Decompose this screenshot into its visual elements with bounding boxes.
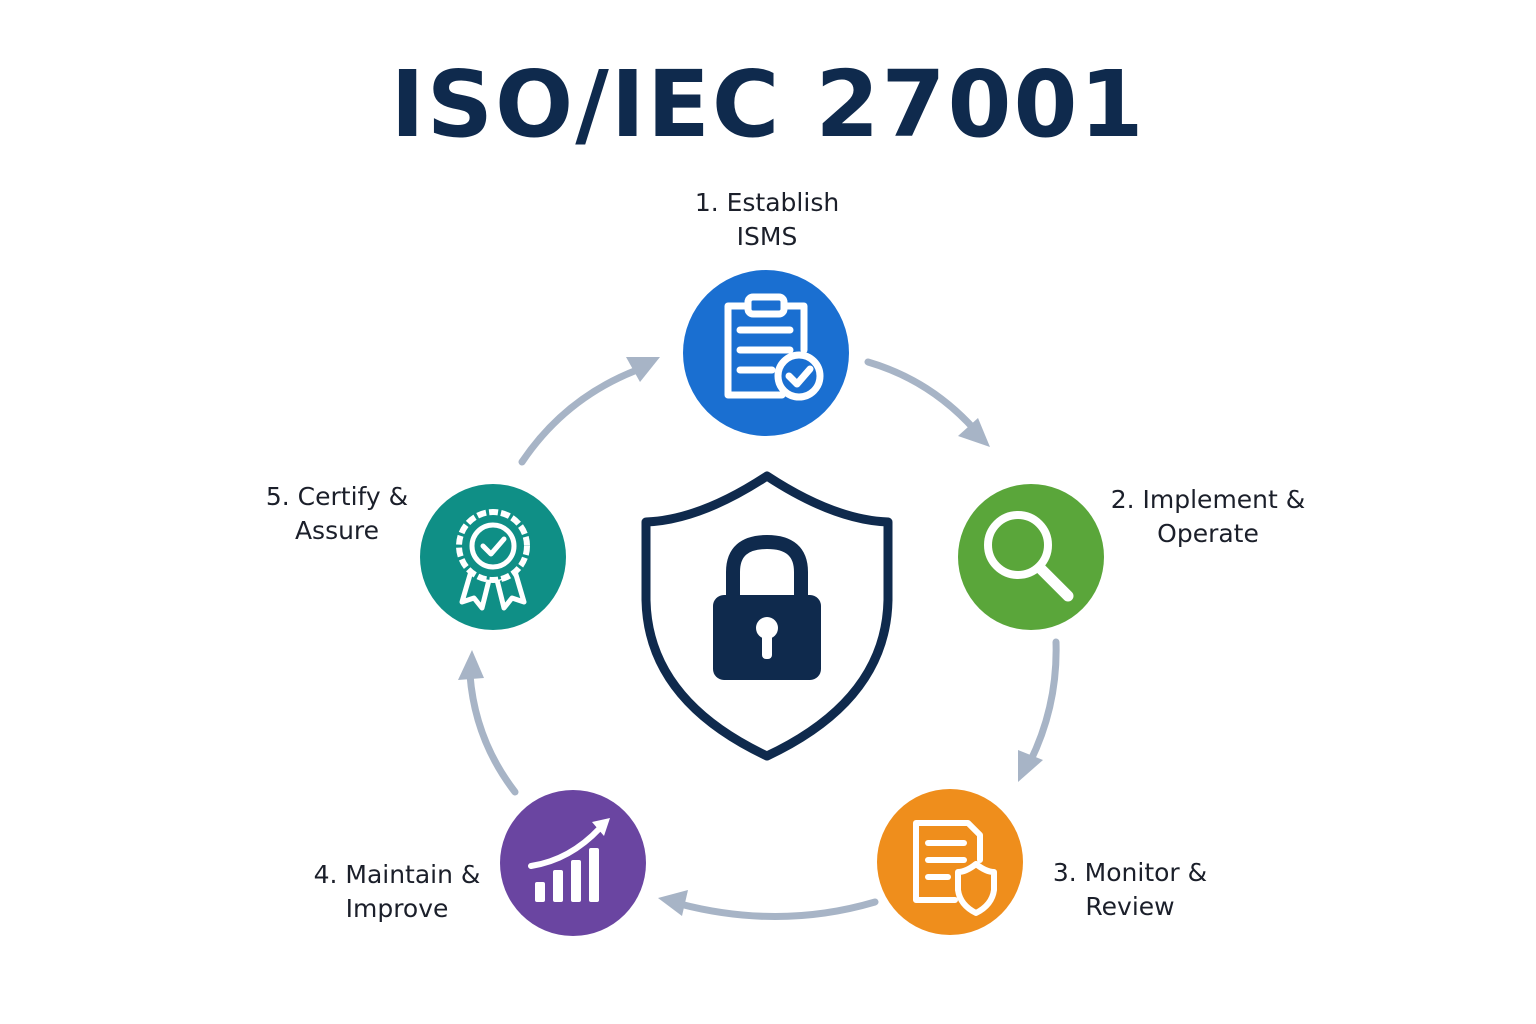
step2-label-line2: Operate (1157, 519, 1259, 548)
step5-label-line1: 5. Certify & (265, 482, 409, 511)
arrow-step2-to-step3-head (1018, 750, 1043, 782)
step4-label-line1: 4. Maintain & (313, 860, 481, 889)
step3-node (877, 789, 1023, 935)
step3-label-line1: 3. Monitor & (1052, 858, 1208, 887)
clipboard-check-icon (724, 293, 824, 401)
step1-label-line1: 1. Establish (694, 188, 840, 217)
step5-label: 5. Certify & Assure (217, 480, 457, 548)
step1-label-line2: ISMS (736, 222, 798, 251)
arrow-step1-to-step2-head (958, 418, 990, 447)
step3-label: 3. Monitor & Review (1010, 856, 1250, 924)
arrow-step3-to-step4-head (658, 890, 688, 916)
step4-label: 4. Maintain & Improve (277, 858, 517, 926)
step2-label: 2. Implement & Operate (1088, 483, 1328, 551)
step4-label-line2: Improve (345, 894, 449, 923)
arrow-step5-to-step1-head (626, 357, 660, 382)
step1-label: 1. Establish ISMS (647, 186, 887, 254)
step3-label-line2: Review (1085, 892, 1175, 921)
step2-node (958, 484, 1104, 630)
step1-node (683, 270, 849, 436)
step2-label-line1: 2. Implement & (1110, 485, 1306, 514)
arrow-step2-to-step3 (1026, 638, 1060, 766)
cycle-arrows (458, 357, 1060, 921)
arrow-step4-to-step5-head (458, 650, 484, 680)
document-shield-icon (913, 820, 997, 916)
arrow-step5-to-step1 (518, 366, 641, 466)
magnifier-icon (984, 511, 1074, 602)
diagram-title: ISO/IEC 27001 (390, 51, 1146, 158)
award-badge-icon (456, 509, 530, 611)
arrow-step4-to-step5 (466, 671, 519, 796)
step4-node (500, 790, 646, 936)
arrow-step1-to-step2 (864, 358, 979, 434)
bar-chart-up-icon (528, 818, 610, 902)
step5-label-line2: Assure (294, 516, 380, 545)
arrow-step3-to-step4 (676, 898, 879, 921)
step5-node (420, 484, 566, 630)
shield-lock-icon (641, 471, 893, 761)
